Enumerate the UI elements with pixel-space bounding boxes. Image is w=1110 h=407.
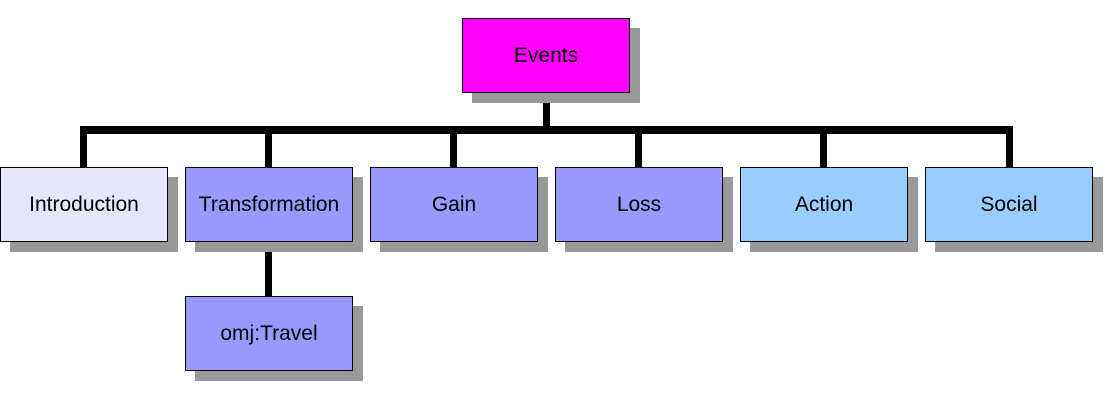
node-loss-label: Loss <box>616 192 662 216</box>
node-transformation: Transformation <box>185 167 353 242</box>
node-introduction-label: Introduction <box>29 192 139 216</box>
node-gain: Gain <box>370 167 538 242</box>
node-gain-label: Gain <box>431 192 477 216</box>
node-events-label: Events <box>513 43 579 67</box>
node-action: Action <box>740 167 908 242</box>
node-social: Social <box>925 167 1093 242</box>
connector-action <box>820 126 827 168</box>
node-action-label: Action <box>794 192 854 216</box>
connector-gain <box>450 126 457 168</box>
connector-horizontal-bar <box>80 126 1013 134</box>
connector-loss <box>635 126 642 168</box>
connector-introduction <box>80 126 87 168</box>
connector-social <box>1006 126 1013 168</box>
node-transformation-label: Transformation <box>198 192 340 216</box>
node-omj-travel-label: omj:Travel <box>220 321 318 345</box>
node-loss: Loss <box>555 167 723 242</box>
node-omj-travel: omj:Travel <box>185 296 353 371</box>
node-social-label: Social <box>980 192 1038 216</box>
connector-omj-travel <box>265 240 272 298</box>
node-events: Events <box>462 18 630 93</box>
connector-root-stem <box>543 92 550 132</box>
node-introduction: Introduction <box>0 167 168 242</box>
connector-transformation <box>265 126 272 168</box>
